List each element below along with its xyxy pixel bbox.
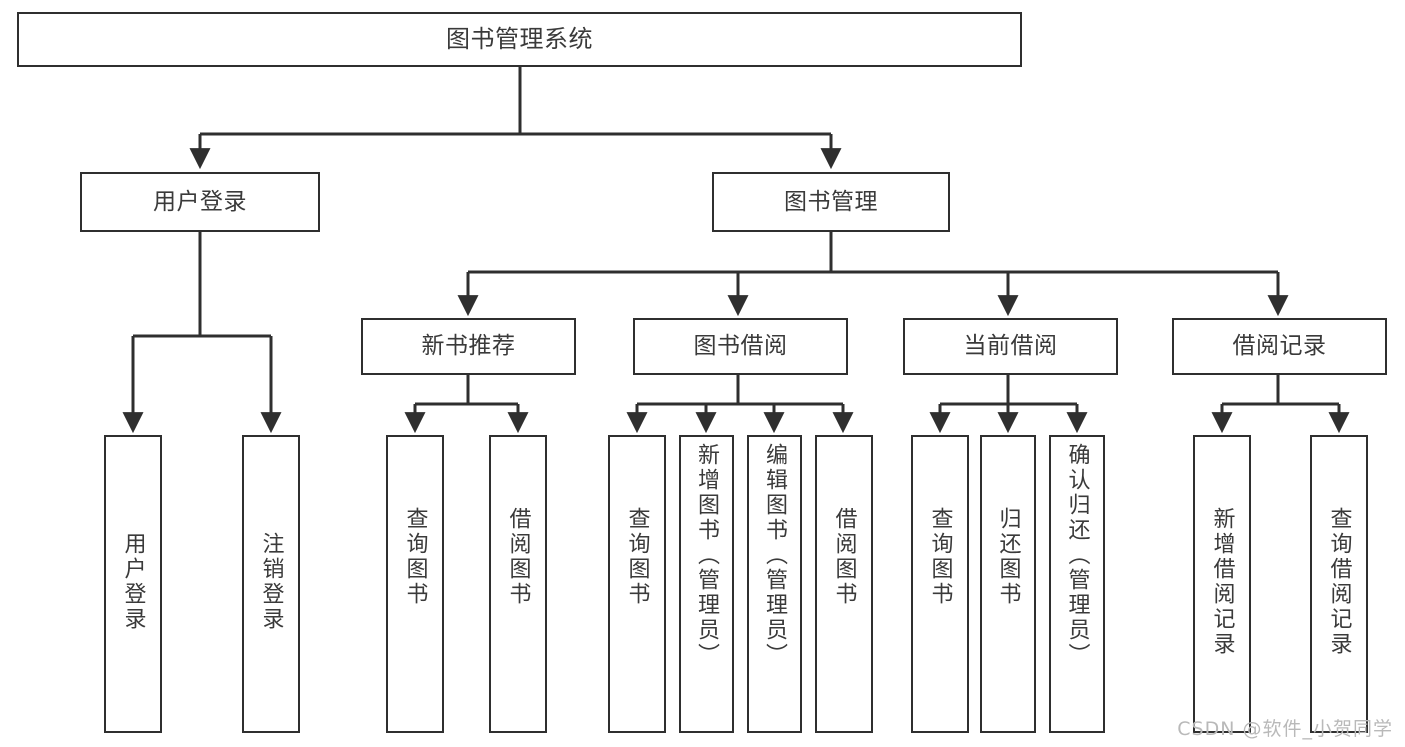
leaf-query-book-current[interactable]: 查询图书 [911,435,969,733]
node-book-borrow[interactable]: 图书借阅 [633,318,848,375]
watermark: CSDN @软件_小贺同学 [1177,718,1393,740]
leaf-borrow-book[interactable]: 借阅图书 [815,435,873,733]
leaf-confirm-return-admin[interactable]: 确认归还（管理员） [1049,435,1105,733]
leaf-query-borrow-record[interactable]: 查询借阅记录 [1310,435,1368,733]
leaf-query-book-borrow[interactable]: 查询图书 [608,435,666,733]
node-borrow-record[interactable]: 借阅记录 [1172,318,1387,375]
node-label: 注销登录 [258,532,284,632]
node-label: 图书管理系统 [446,24,593,53]
leaf-borrow-book-recommend[interactable]: 借阅图书 [489,435,547,733]
leaf-return-book[interactable]: 归还图书 [980,435,1036,733]
node-label: 借阅图书 [831,507,857,607]
node-label: 查询借阅记录 [1326,507,1352,657]
node-new-book-recommend[interactable]: 新书推荐 [361,318,576,375]
node-label: 编辑图书（管理员） [762,443,788,668]
leaf-query-book-recommend[interactable]: 查询图书 [386,435,444,733]
node-label: 新增图书（管理员） [694,443,720,668]
node-label: 图书管理 [784,188,878,215]
node-label: 查询图书 [624,507,650,607]
node-root-system[interactable]: 图书管理系统 [17,12,1022,67]
leaf-user-login[interactable]: 用户登录 [104,435,162,733]
node-label: 用户登录 [120,532,146,632]
node-label: 查询图书 [927,507,953,607]
node-label: 图书借阅 [693,333,788,360]
node-book-management[interactable]: 图书管理 [712,172,950,232]
leaf-edit-book-admin[interactable]: 编辑图书（管理员） [747,435,802,733]
leaf-add-book-admin[interactable]: 新增图书（管理员） [679,435,734,733]
node-user-login[interactable]: 用户登录 [80,172,320,232]
node-label: 借阅图书 [505,507,531,607]
node-label: 用户登录 [153,188,247,215]
leaf-add-borrow-record[interactable]: 新增借阅记录 [1193,435,1251,733]
node-label: 新增借阅记录 [1209,507,1235,657]
node-label: 新书推荐 [421,333,516,360]
node-label: 当前借阅 [963,333,1058,360]
node-label: 归还图书 [995,507,1021,607]
node-label: 查询图书 [402,507,428,607]
node-current-borrow[interactable]: 当前借阅 [903,318,1118,375]
leaf-logout[interactable]: 注销登录 [242,435,300,733]
node-label: 借阅记录 [1232,333,1327,360]
node-label: 确认归还（管理员） [1064,443,1090,668]
